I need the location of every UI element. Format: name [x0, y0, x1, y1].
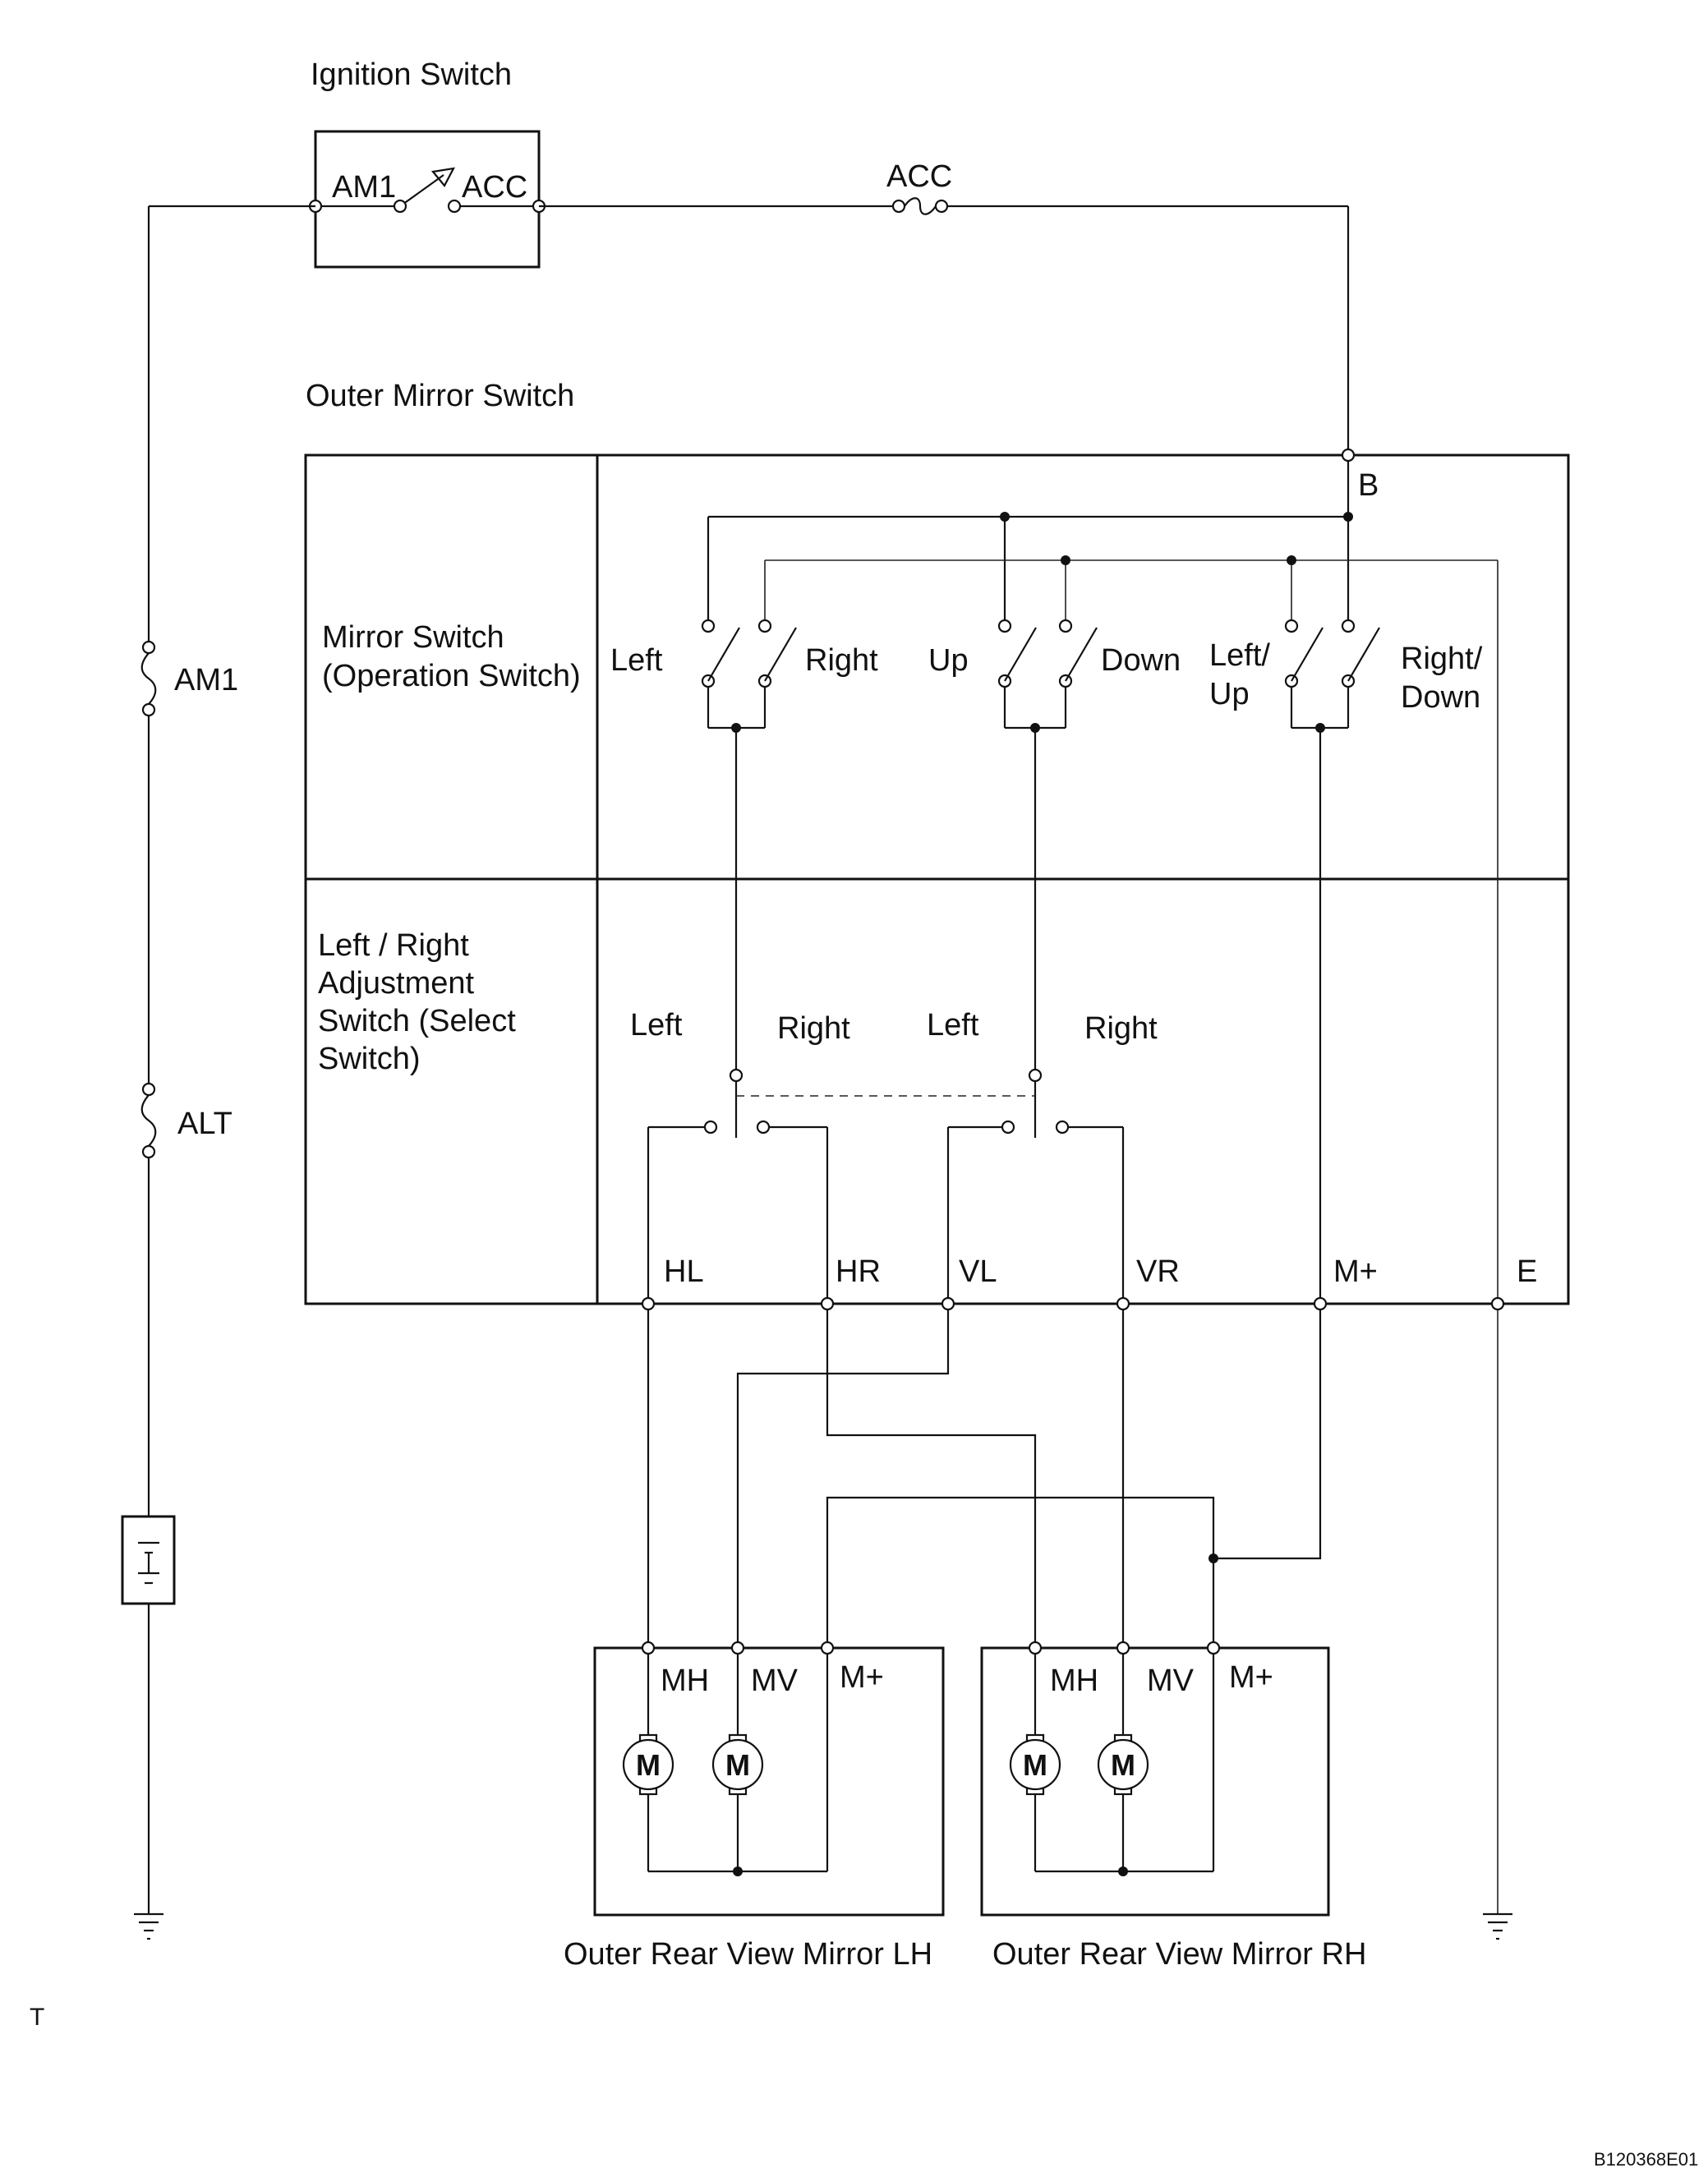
select-switch-label-2: Adjustment	[318, 966, 475, 1001]
op-down-label: Down	[1101, 643, 1181, 678]
mirror-switch-label-2: (Operation Switch)	[322, 659, 581, 693]
switch-icon	[948, 1068, 1123, 1138]
alt-fuse-label: ALT	[177, 1107, 232, 1141]
switch-icon	[1284, 619, 1380, 733]
outer-mirror-rh: MH MV M+ M M Outer Rear View Mirror RH	[980, 1641, 1366, 1972]
select-switch-label-3: Switch (Select	[318, 1004, 516, 1038]
lh-mh-label: MH	[661, 1664, 709, 1698]
ground-icon	[134, 1912, 163, 1940]
ignition-switch: Ignition Switch AM1 ACC	[308, 58, 546, 269]
motor-icon: M	[711, 1733, 764, 1796]
terminal-icon	[1116, 1296, 1130, 1311]
op-left-label: Left	[610, 643, 663, 678]
mirror-switch-label: Mirror Switch	[322, 620, 504, 655]
ignition-switch-blade	[399, 174, 444, 207]
ignition-am1-label: AM1	[332, 170, 396, 205]
lh-mplus-label: M+	[840, 1660, 884, 1695]
ignition-acc-label: ACC	[462, 170, 527, 205]
terminal-b-label: B	[1358, 468, 1379, 503]
terminal-e-label: E	[1517, 1254, 1537, 1289]
battery-icon	[121, 1515, 176, 1605]
op-rightdown-label: Right/	[1401, 642, 1483, 676]
mirror-rh-box	[980, 1646, 1330, 1917]
motor-label: M	[1111, 1748, 1135, 1782]
terminal-icon	[730, 1641, 745, 1655]
fuse-icon	[891, 197, 949, 215]
terminal-icon	[820, 1296, 835, 1311]
op-leftup-label: Left/	[1209, 638, 1270, 673]
op-leftup-label-2: Up	[1209, 677, 1250, 711]
mirror-lh-title: Outer Rear View Mirror LH	[564, 1937, 932, 1972]
op-up-label: Up	[928, 643, 969, 678]
mirror-rh-title: Outer Rear View Mirror RH	[992, 1937, 1366, 1972]
terminal-icon	[1341, 448, 1356, 463]
figure-code: B120368E01	[1594, 2149, 1698, 2170]
terminal-icon	[941, 1296, 955, 1311]
select-switch-label-4: Switch)	[318, 1042, 421, 1076]
terminal-icon	[1206, 1641, 1221, 1655]
terminal-icon	[1490, 1296, 1505, 1311]
motor-icon: M	[1097, 1733, 1149, 1796]
rh-mv-label: MV	[1147, 1664, 1195, 1698]
motor-label: M	[725, 1748, 750, 1782]
sel-left-label: Left	[630, 1008, 683, 1042]
motor-label: M	[636, 1748, 661, 1782]
sel-right-label: Right	[777, 1011, 850, 1046]
harness	[641, 1296, 1512, 1940]
corner-mark: T	[30, 2004, 44, 2031]
outer-mirror-switch-title: Outer Mirror Switch	[306, 379, 574, 413]
power-rail: AM1 ALT	[121, 206, 238, 1940]
terminal-icon	[1028, 1641, 1043, 1655]
motor-icon: M	[622, 1733, 674, 1796]
terminal-mplus-label: M+	[1333, 1254, 1378, 1289]
terminal-icon	[820, 1641, 835, 1655]
ignition-switch-title: Ignition Switch	[311, 58, 512, 92]
switch-icon	[997, 619, 1098, 733]
motor-label: M	[1023, 1748, 1047, 1782]
terminal-hl-label: HL	[664, 1254, 704, 1289]
sel-left-label-2: Left	[927, 1008, 979, 1042]
outer-mirror-lh: MH MV M+ M M Outer Rear View Mirror LH	[564, 1641, 945, 1972]
terminal-icon	[1313, 1296, 1328, 1311]
switch-icon	[648, 1068, 827, 1138]
rh-mplus-label: M+	[1229, 1660, 1273, 1695]
ground-icon	[1483, 1912, 1512, 1940]
terminal-hr-label: HR	[836, 1254, 881, 1289]
fuse-icon	[140, 640, 157, 717]
motor-icon: M	[1009, 1733, 1061, 1796]
fuse-icon	[140, 1082, 157, 1159]
terminal-icon	[447, 199, 462, 214]
rh-mh-label: MH	[1050, 1664, 1098, 1698]
mirror-lh-box	[593, 1646, 945, 1917]
op-right-label: Right	[805, 643, 878, 678]
op-rightdown-label-2: Down	[1401, 680, 1480, 715]
terminal-icon	[641, 1641, 656, 1655]
sel-right-label-2: Right	[1084, 1011, 1158, 1046]
select-switch-label: Left / Right	[318, 928, 469, 963]
terminal-icon	[641, 1296, 656, 1311]
am1-fuse-label: AM1	[174, 663, 238, 697]
switch-icon	[701, 619, 797, 733]
acc-circuit: ACC	[149, 159, 1350, 455]
lh-mv-label: MV	[751, 1664, 799, 1698]
terminal-vl-label: VL	[959, 1254, 997, 1289]
acc-fuse-label: ACC	[886, 159, 952, 194]
terminal-icon	[393, 199, 407, 214]
terminal-icon	[1116, 1641, 1130, 1655]
terminal-vr-label: VR	[1136, 1254, 1180, 1289]
outer-mirror-switch: Outer Mirror Switch B Mirror Switch (Ope…	[304, 379, 1570, 1305]
ignition-switch-box	[314, 130, 541, 269]
